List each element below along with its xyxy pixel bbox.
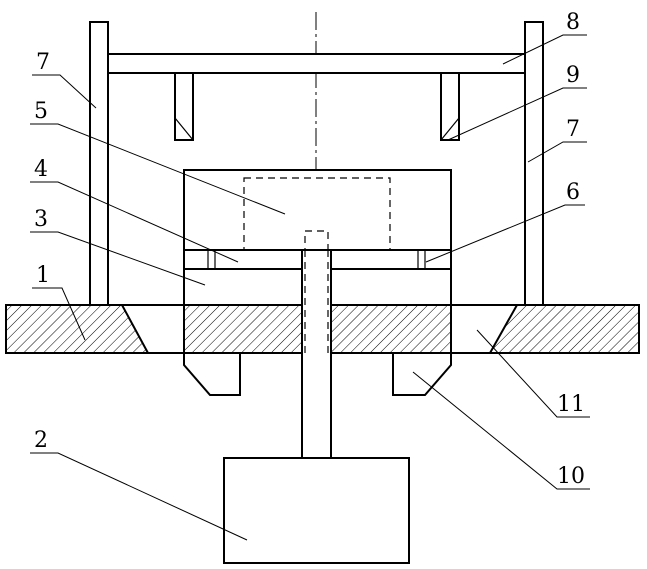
right-bracket [393,353,451,395]
workpiece-block [184,170,451,250]
callout-2: 2 [30,428,247,540]
right-post [525,22,543,305]
right-hanging-tool [441,73,459,140]
callout-label-6: 6 [566,180,580,205]
base-plate-right-section [490,305,639,353]
callout-3: 3 [30,207,205,285]
top-crossbar [108,54,525,73]
base-plate-left-section [6,305,148,353]
motor-box [224,458,409,563]
left-post [90,22,108,305]
callout-label-9: 9 [566,63,580,88]
callout-label-8: 8 [566,10,580,35]
callout-label-11: 11 [557,392,585,417]
callout-label-4: 4 [34,157,48,182]
callout-10: 10 [413,372,590,489]
callout-label-5: 5 [34,99,48,124]
left-bracket [184,353,240,395]
callout-label-3: 3 [34,207,48,232]
callout-label-10: 10 [557,464,585,489]
callout-label-7-left: 7 [36,50,50,75]
drive-shaft [302,250,331,458]
left-hanging-tool [175,73,193,140]
callout-label-7-right: 7 [566,117,580,142]
callout-label-2: 2 [34,428,48,453]
callout-label-1: 1 [36,263,50,288]
